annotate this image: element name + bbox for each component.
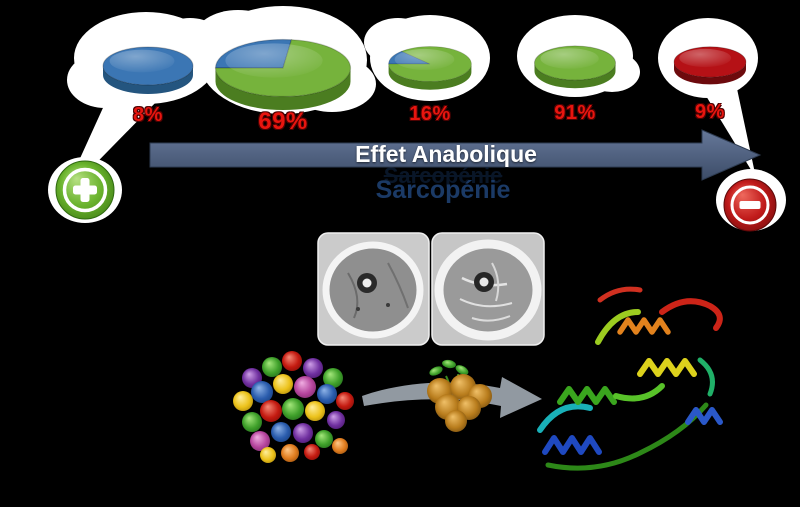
pie-chart-1 — [102, 46, 194, 94]
plus-icon — [55, 160, 115, 220]
pie-chart-5 — [673, 46, 747, 85]
pie-value-label-3: 16% — [409, 103, 451, 125]
amber-molecule-image — [427, 359, 492, 432]
anabolic-arrow — [149, 129, 762, 181]
protein-structure-image — [537, 286, 723, 471]
anabolic-arrow-label: Effet Anabolique — [355, 141, 537, 167]
sarcopenia-label-strikethrough: Sarcopénie — [383, 163, 503, 188]
pie-chart-4 — [534, 45, 616, 89]
pie-value-label-1: 8% — [133, 104, 163, 126]
pie-value-label-4: 91% — [554, 102, 596, 124]
sarcopenia-label: Sarcopénie — [375, 176, 511, 204]
mri-right-image — [431, 232, 545, 346]
pie-value-label-5: 9% — [695, 101, 725, 123]
molecule-cluster-image — [233, 351, 354, 463]
mri-left-image — [317, 232, 430, 346]
pie-chart-3 — [388, 46, 472, 90]
pie-value-label-2: 69% — [258, 108, 308, 135]
pie-chart-2 — [214, 38, 352, 110]
minus-icon — [723, 178, 777, 232]
